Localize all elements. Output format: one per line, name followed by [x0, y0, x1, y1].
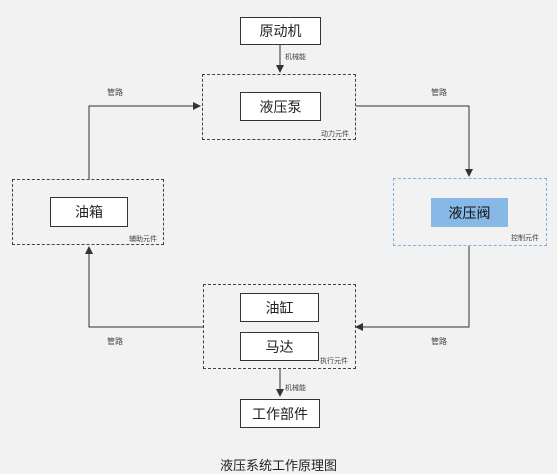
actuator-group-label: 执行元件 [320, 357, 348, 365]
actuator-element-group [203, 284, 356, 369]
pipe-label-bottom-right: 管路 [431, 337, 447, 346]
power-group-label: 动力元件 [321, 130, 349, 138]
work-part-node: 工作部件 [240, 399, 320, 428]
mech-energy-label-top: 机械能 [285, 53, 306, 61]
pipe-valve-to-actuator [355, 246, 470, 331]
prime-mover-node: 原动机 [240, 17, 321, 45]
auxiliary-element-group [12, 179, 164, 245]
auxiliary-group-label: 辅助元件 [129, 235, 157, 243]
pipe-pump-to-valve [356, 105, 473, 177]
motor-node: 马达 [240, 332, 319, 361]
control-element-group [393, 178, 547, 246]
power-element-group [202, 74, 356, 140]
pipe-label-bottom-left: 管路 [107, 337, 123, 346]
oil-tank-node: 油箱 [50, 197, 128, 227]
pipe-label-top-left: 管路 [107, 88, 123, 97]
pipe-actuator-to-tank [85, 246, 204, 328]
pipe-tank-to-pump [88, 102, 201, 179]
diagram-title: 液压系统工作原理图 [219, 459, 337, 474]
mech-energy-label-bottom: 机械能 [285, 384, 306, 392]
control-group-label: 控制元件 [511, 234, 539, 242]
hydraulic-pump-node: 液压泵 [240, 92, 321, 121]
pipe-label-top-right: 管路 [431, 88, 447, 97]
oil-cylinder-node: 油缸 [240, 293, 319, 322]
hydraulic-valve-node: 液压阀 [431, 198, 508, 227]
